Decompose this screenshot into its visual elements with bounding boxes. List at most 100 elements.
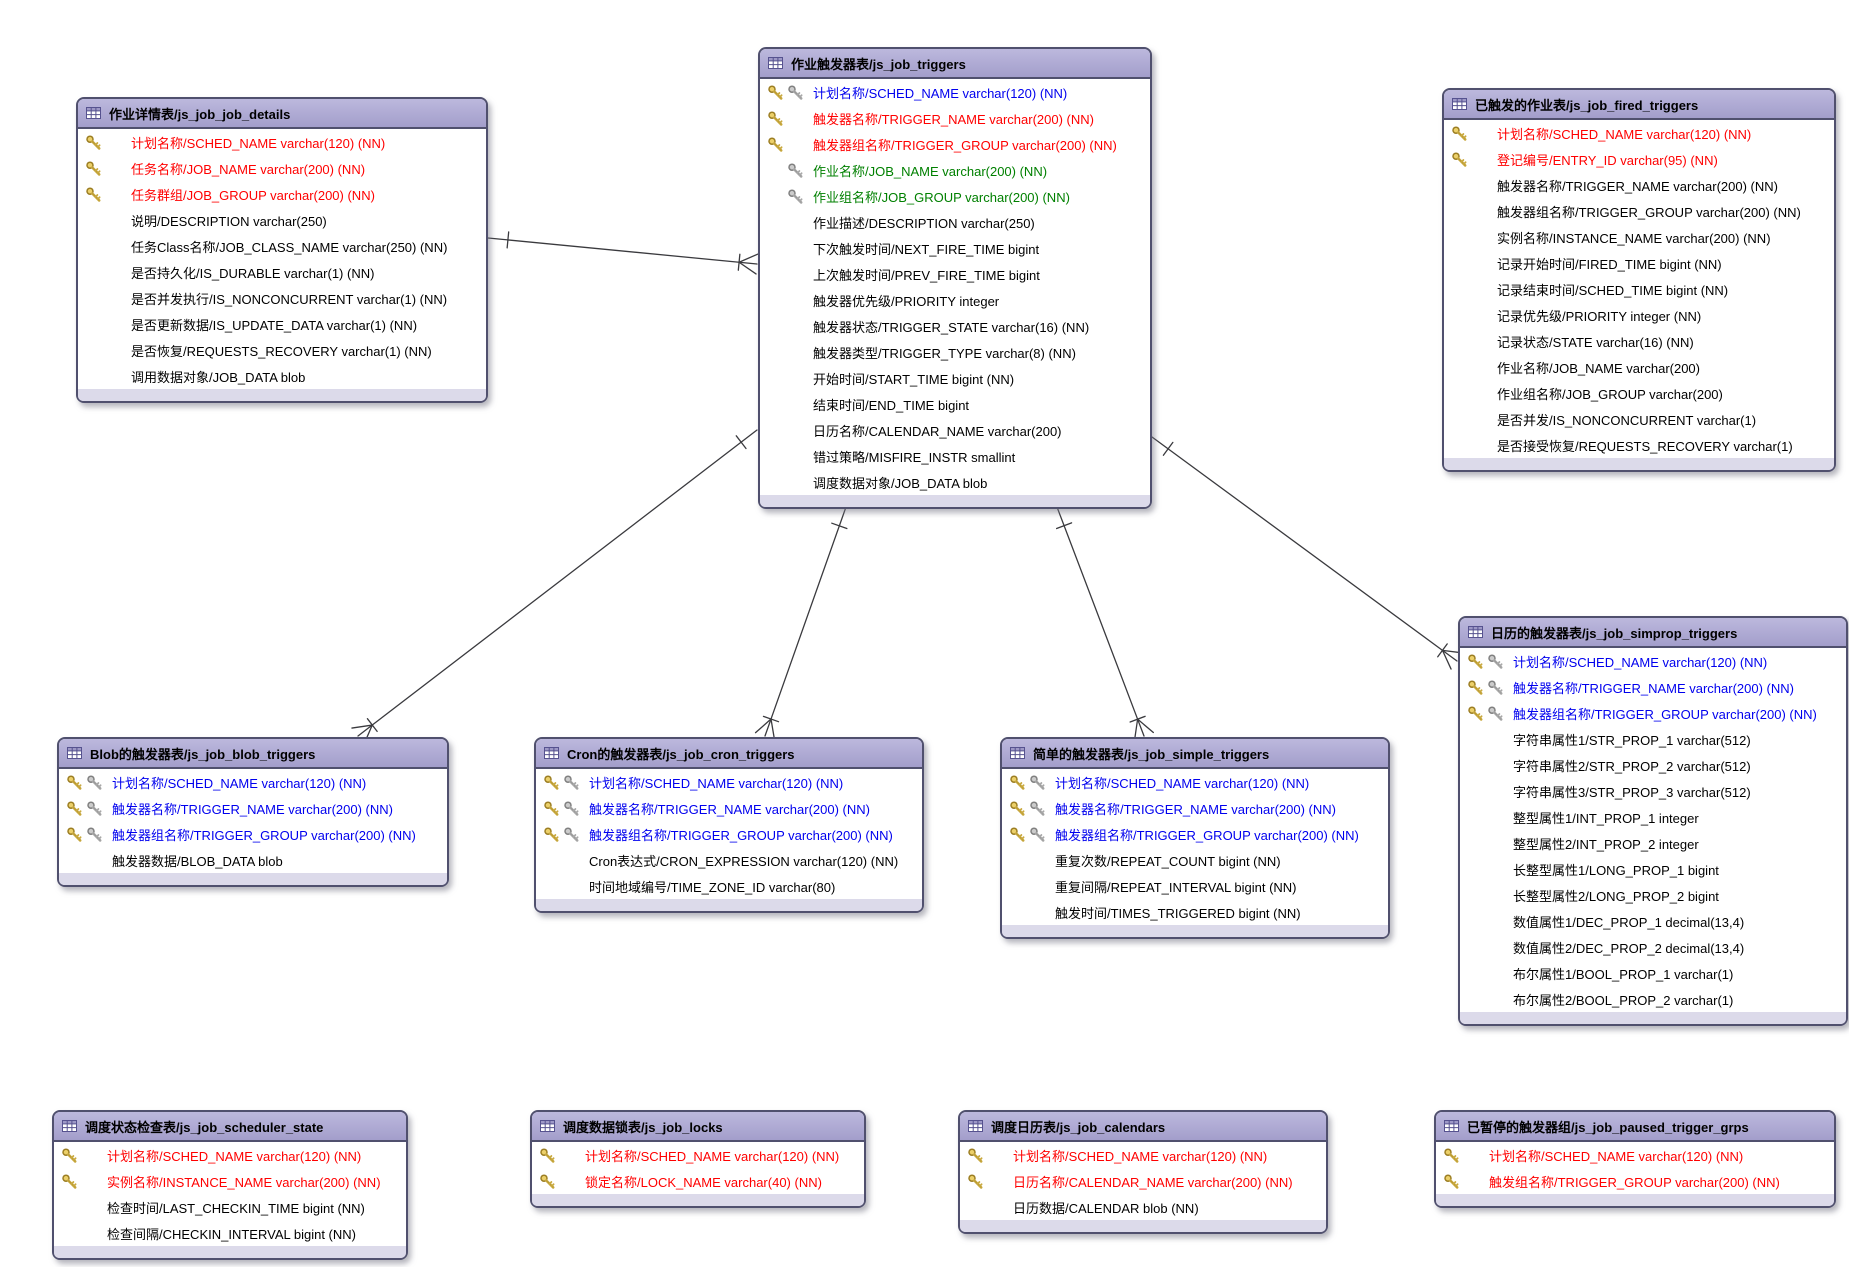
table-header[interactable]: 日历的触发器表/js_job_simprop_triggers	[1460, 618, 1846, 648]
field-row[interactable]: 作业名称/JOB_NAME varchar(200) (NN)	[760, 157, 1150, 183]
relationship-connector-triggers-to-cron_triggers[interactable]	[754, 506, 848, 740]
field-row[interactable]: 任务群组/JOB_GROUP varchar(200) (NN)	[78, 181, 486, 207]
relationship-connector-triggers-to-simprop_triggers[interactable]	[1151, 436, 1464, 670]
field-row[interactable]: 结束时间/END_TIME bigint	[760, 391, 1150, 417]
field-row[interactable]: 数值属性2/DEC_PROP_2 decimal(13,4)	[1460, 934, 1846, 960]
field-row[interactable]: 检查时间/LAST_CHECKIN_TIME bigint (NN)	[54, 1194, 406, 1220]
field-row[interactable]: 是否并发/IS_NONCONCURRENT varchar(1)	[1444, 406, 1834, 432]
field-row[interactable]: 说明/DESCRIPTION varchar(250)	[78, 207, 486, 233]
field-row[interactable]: 任务名称/JOB_NAME varchar(200) (NN)	[78, 155, 486, 181]
field-row[interactable]: 开始时间/START_TIME bigint (NN)	[760, 365, 1150, 391]
field-row[interactable]: 计划名称/SCHED_NAME varchar(120) (NN)	[532, 1142, 864, 1168]
field-row[interactable]: 是否并发执行/IS_NONCONCURRENT varchar(1) (NN)	[78, 285, 486, 311]
table-header[interactable]: 简单的触发器表/js_job_simple_triggers	[1002, 739, 1388, 769]
table-header[interactable]: 调度数据锁表/js_job_locks	[532, 1112, 864, 1142]
field-row[interactable]: 布尔属性1/BOOL_PROP_1 varchar(1)	[1460, 960, 1846, 986]
field-row[interactable]: 触发器名称/TRIGGER_NAME varchar(200) (NN)	[760, 105, 1150, 131]
field-row[interactable]: 作业描述/DESCRIPTION varchar(250)	[760, 209, 1150, 235]
field-row[interactable]: 数值属性1/DEC_PROP_1 decimal(13,4)	[1460, 908, 1846, 934]
field-row[interactable]: 字符串属性3/STR_PROP_3 varchar(512)	[1460, 778, 1846, 804]
field-row[interactable]: 长整型属性1/LONG_PROP_1 bigint	[1460, 856, 1846, 882]
field-row[interactable]: 日历名称/CALENDAR_NAME varchar(200)	[760, 417, 1150, 443]
field-row[interactable]: 记录结束时间/SCHED_TIME bigint (NN)	[1444, 276, 1834, 302]
field-row[interactable]: 触发组名称/TRIGGER_GROUP varchar(200) (NN)	[1436, 1168, 1834, 1194]
field-row[interactable]: 触发器类型/TRIGGER_TYPE varchar(8) (NN)	[760, 339, 1150, 365]
field-row[interactable]: 触发器数据/BLOB_DATA blob	[59, 847, 447, 873]
field-row[interactable]: 计划名称/SCHED_NAME varchar(120) (NN)	[1436, 1142, 1834, 1168]
field-row[interactable]: 是否恢复/REQUESTS_RECOVERY varchar(1) (NN)	[78, 337, 486, 363]
field-row[interactable]: 触发时间/TIMES_TRIGGERED bigint (NN)	[1002, 899, 1388, 925]
field-row[interactable]: 计划名称/SCHED_NAME varchar(120) (NN)	[54, 1142, 406, 1168]
field-row[interactable]: Cron表达式/CRON_EXPRESSION varchar(120) (NN…	[536, 847, 922, 873]
field-row[interactable]: 计划名称/SCHED_NAME varchar(120) (NN)	[536, 769, 922, 795]
field-row[interactable]: 登记编号/ENTRY_ID varchar(95) (NN)	[1444, 146, 1834, 172]
field-row[interactable]: 实例名称/INSTANCE_NAME varchar(200) (NN)	[1444, 224, 1834, 250]
field-row[interactable]: 计划名称/SCHED_NAME varchar(120) (NN)	[59, 769, 447, 795]
field-row[interactable]: 触发器组名称/TRIGGER_GROUP varchar(200) (NN)	[1460, 700, 1846, 726]
field-row[interactable]: 上次触发时间/PREV_FIRE_TIME bigint	[760, 261, 1150, 287]
field-row[interactable]: 计划名称/SCHED_NAME varchar(120) (NN)	[1002, 769, 1388, 795]
field-row[interactable]: 触发器优先级/PRIORITY integer	[760, 287, 1150, 313]
field-row[interactable]: 计划名称/SCHED_NAME varchar(120) (NN)	[1444, 120, 1834, 146]
field-row[interactable]: 整型属性1/INT_PROP_1 integer	[1460, 804, 1846, 830]
field-row[interactable]: 日历数据/CALENDAR blob (NN)	[960, 1194, 1326, 1220]
field-row[interactable]: 计划名称/SCHED_NAME varchar(120) (NN)	[1460, 648, 1846, 674]
field-row[interactable]: 是否更新数据/IS_UPDATE_DATA varchar(1) (NN)	[78, 311, 486, 337]
field-row[interactable]: 触发器名称/TRIGGER_NAME varchar(200) (NN)	[1002, 795, 1388, 821]
field-row[interactable]: 触发器状态/TRIGGER_STATE varchar(16) (NN)	[760, 313, 1150, 339]
table-header[interactable]: Blob的触发器表/js_job_blob_triggers	[59, 739, 447, 769]
field-row[interactable]: 调用数据对象/JOB_DATA blob	[78, 363, 486, 389]
field-row[interactable]: 整型属性2/INT_PROP_2 integer	[1460, 830, 1846, 856]
field-row[interactable]: 触发器组名称/TRIGGER_GROUP varchar(200) (NN)	[536, 821, 922, 847]
field-row[interactable]: 作业组名称/JOB_GROUP varchar(200) (NN)	[760, 183, 1150, 209]
field-row[interactable]: 是否接受恢复/REQUESTS_RECOVERY varchar(1)	[1444, 432, 1834, 458]
field-row[interactable]: 是否持久化/IS_DURABLE varchar(1) (NN)	[78, 259, 486, 285]
field-row[interactable]: 长整型属性2/LONG_PROP_2 bigint	[1460, 882, 1846, 908]
field-row[interactable]: 日历名称/CALENDAR_NAME varchar(200) (NN)	[960, 1168, 1326, 1194]
field-row[interactable]: 作业组名称/JOB_GROUP varchar(200)	[1444, 380, 1834, 406]
field-row[interactable]: 计划名称/SCHED_NAME varchar(120) (NN)	[960, 1142, 1326, 1168]
relationship-connector-triggers-to-blob_triggers[interactable]	[351, 429, 758, 745]
field-row[interactable]: 调度数据对象/JOB_DATA blob	[760, 469, 1150, 495]
table-header[interactable]: 作业触发器表/js_job_triggers	[760, 49, 1150, 79]
field-row[interactable]: 任务Class名称/JOB_CLASS_NAME varchar(250) (N…	[78, 233, 486, 259]
field-row[interactable]: 计划名称/SCHED_NAME varchar(120) (NN)	[78, 129, 486, 155]
field-row[interactable]: 触发器名称/TRIGGER_NAME varchar(200) (NN)	[536, 795, 922, 821]
field-row[interactable]: 记录开始时间/FIRED_TIME bigint (NN)	[1444, 250, 1834, 276]
field-row[interactable]: 触发器组名称/TRIGGER_GROUP varchar(200) (NN)	[1444, 198, 1834, 224]
relationship-connector-job_details-to-triggers[interactable]	[487, 231, 759, 275]
field-row[interactable]: 触发器名称/TRIGGER_NAME varchar(200) (NN)	[59, 795, 447, 821]
field-row[interactable]: 触发器组名称/TRIGGER_GROUP varchar(200) (NN)	[59, 821, 447, 847]
field-row[interactable]: 时间地域编号/TIME_ZONE_ID varchar(80)	[536, 873, 922, 899]
field-row[interactable]: 作业名称/JOB_NAME varchar(200)	[1444, 354, 1834, 380]
table-header[interactable]: 已触发的作业表/js_job_fired_triggers	[1444, 90, 1834, 120]
field-row[interactable]: 计划名称/SCHED_NAME varchar(120) (NN)	[760, 79, 1150, 105]
field-row[interactable]: 检查间隔/CHECKIN_INTERVAL bigint (NN)	[54, 1220, 406, 1246]
field-row[interactable]: 触发器名称/TRIGGER_NAME varchar(200) (NN)	[1444, 172, 1834, 198]
field-row[interactable]: 触发器名称/TRIGGER_NAME varchar(200) (NN)	[1460, 674, 1846, 700]
table-header[interactable]: 调度状态检查表/js_job_scheduler_state	[54, 1112, 406, 1142]
table-header[interactable]: 调度日历表/js_job_calendars	[960, 1112, 1326, 1142]
field-row[interactable]: 实例名称/INSTANCE_NAME varchar(200) (NN)	[54, 1168, 406, 1194]
field-row[interactable]: 字符串属性2/STR_PROP_2 varchar(512)	[1460, 752, 1846, 778]
field-row[interactable]: 字符串属性1/STR_PROP_1 varchar(512)	[1460, 726, 1846, 752]
field-row[interactable]: 触发器组名称/TRIGGER_GROUP varchar(200) (NN)	[760, 131, 1150, 157]
field-row[interactable]: 重复次数/REPEAT_COUNT bigint (NN)	[1002, 847, 1388, 873]
field-row[interactable]: 记录状态/STATE varchar(16) (NN)	[1444, 328, 1834, 354]
field-row[interactable]: 触发器组名称/TRIGGER_GROUP varchar(200) (NN)	[1002, 821, 1388, 847]
field-row[interactable]: 下次触发时间/NEXT_FIRE_TIME bigint	[760, 235, 1150, 261]
field-row[interactable]: 错过策略/MISFIRE_INSTR smallint	[760, 443, 1150, 469]
table-header[interactable]: 已暂停的触发器组/js_job_paused_trigger_grps	[1436, 1112, 1834, 1142]
field-row[interactable]: 重复间隔/REPEAT_INTERVAL bigint (NN)	[1002, 873, 1388, 899]
